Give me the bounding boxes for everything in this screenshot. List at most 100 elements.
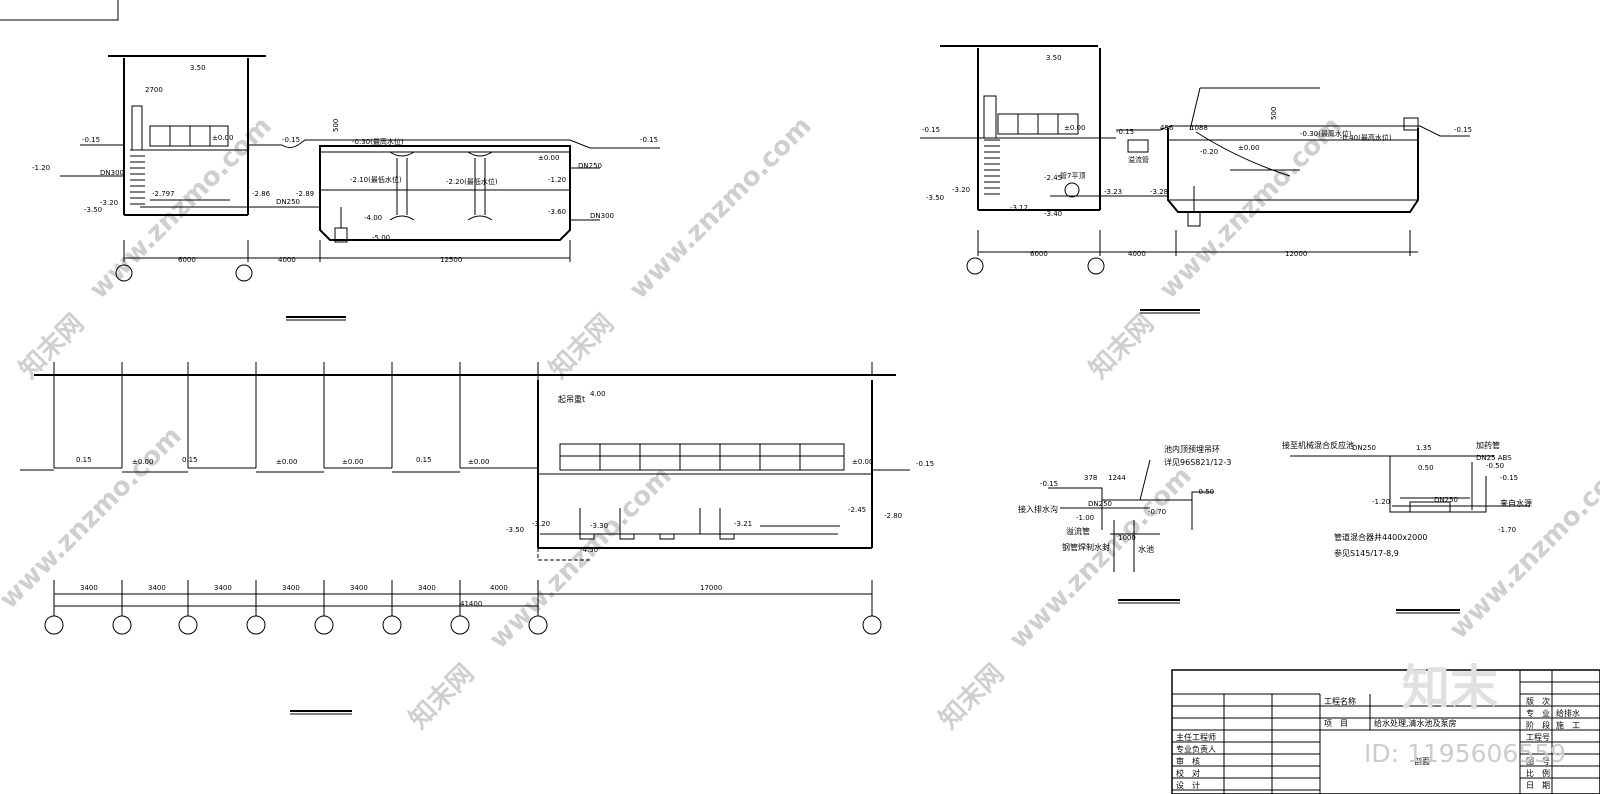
svg-text:-0.30(最高水位): -0.30(最高水位) xyxy=(1300,129,1352,138)
section-1-labels: 3.50 2700 -0.15 ±0.00 -0.15 -0.15 -1.20 … xyxy=(32,64,658,264)
svg-text:-0.15: -0.15 xyxy=(1116,128,1134,136)
svg-text:3400: 3400 xyxy=(418,584,436,592)
svg-text:0.15: 0.15 xyxy=(182,456,198,464)
svg-text:-3.40: -3.40 xyxy=(1044,210,1062,218)
svg-text:管7平顶: 管7平顶 xyxy=(1060,171,1085,180)
svg-text:6000: 6000 xyxy=(1030,250,1048,258)
svg-text:版 次: 版 次 xyxy=(1526,696,1550,706)
svg-text:-0.15: -0.15 xyxy=(1040,480,1058,488)
svg-text:±0.00: ±0.00 xyxy=(132,458,153,466)
svg-text:水池: 水池 xyxy=(1138,544,1154,554)
svg-text:378: 378 xyxy=(1084,474,1097,482)
svg-text:-1.20: -1.20 xyxy=(1372,498,1390,506)
svg-text:-0.15: -0.15 xyxy=(640,136,658,144)
svg-text:工程名称: 工程名称 xyxy=(1324,696,1356,706)
svg-text:1244: 1244 xyxy=(1108,474,1126,482)
svg-text:-3.30: -3.30 xyxy=(590,522,608,530)
svg-text:4000: 4000 xyxy=(490,584,508,592)
svg-text:-4.00: -4.00 xyxy=(364,214,382,222)
svg-text:项 目: 项 目 xyxy=(1324,719,1348,728)
svg-text:-0.15: -0.15 xyxy=(1500,474,1518,482)
svg-text:-2.20(最低水位): -2.20(最低水位) xyxy=(446,177,498,186)
svg-text:校 对: 校 对 xyxy=(1176,768,1200,778)
sheet-frame xyxy=(0,0,119,21)
svg-text:-2.89: -2.89 xyxy=(296,190,314,198)
svg-text:-1.20: -1.20 xyxy=(32,164,50,172)
svg-text:-1.70: -1.70 xyxy=(1498,526,1516,534)
svg-text:钢管焊制水封: 钢管焊制水封 xyxy=(1062,542,1110,552)
svg-text:±0.00: ±0.00 xyxy=(342,458,363,466)
svg-text:1.35: 1.35 xyxy=(1416,444,1432,452)
svg-text:-3.20: -3.20 xyxy=(532,520,550,528)
svg-text:±0.00: ±0.00 xyxy=(212,134,233,142)
svg-text:知末网: 知末网 xyxy=(1084,309,1160,385)
svg-text:DN250: DN250 xyxy=(1088,500,1112,508)
svg-text:溢流管: 溢流管 xyxy=(1066,526,1090,536)
detail-1 xyxy=(1048,459,1214,604)
svg-text:41400: 41400 xyxy=(460,600,482,608)
svg-text:0.15: 0.15 xyxy=(416,456,432,464)
svg-text:DN300: DN300 xyxy=(100,169,124,177)
svg-text:3400: 3400 xyxy=(148,584,166,592)
svg-text:ID: 1195606559: ID: 1195606559 xyxy=(1364,739,1566,768)
svg-text:-3.50: -3.50 xyxy=(84,206,102,214)
svg-text:-3.20: -3.20 xyxy=(100,199,118,207)
svg-text:DN250: DN250 xyxy=(1434,496,1458,504)
svg-text:-0.50: -0.50 xyxy=(1196,488,1214,496)
svg-text:±0.00: ±0.00 xyxy=(1238,144,1259,152)
svg-text:-2.45: -2.45 xyxy=(1044,174,1062,182)
svg-text:3.50: 3.50 xyxy=(190,64,206,72)
svg-text:工程号: 工程号 xyxy=(1526,733,1550,742)
svg-text:知末网: 知末网 xyxy=(544,309,620,385)
svg-text:接入排水沟: 接入排水沟 xyxy=(1018,504,1058,514)
watermark-layer: 知末网 www.znzmo.com 知末网 www.znzmo.com 知末网 … xyxy=(0,111,1600,735)
svg-text:-0.15: -0.15 xyxy=(282,136,300,144)
svg-text:12000: 12000 xyxy=(1285,250,1307,258)
svg-text:知末网: 知末网 xyxy=(404,659,480,735)
svg-text:www.znzmo.com: www.znzmo.com xyxy=(484,461,678,655)
svg-text:加药管: 加药管 xyxy=(1476,440,1500,450)
svg-text:-0.40(最高水位): -0.40(最高水位) xyxy=(1340,133,1392,142)
svg-text:剖面: 剖面 xyxy=(1414,756,1430,766)
svg-text:456: 456 xyxy=(1160,124,1174,132)
svg-text:-2.797: -2.797 xyxy=(152,190,175,198)
svg-text:-1.20: -1.20 xyxy=(548,176,566,184)
svg-text:3400: 3400 xyxy=(214,584,232,592)
svg-text:±0.00: ±0.00 xyxy=(276,458,297,466)
svg-text:详见96S821/12-3: 详见96S821/12-3 xyxy=(1164,457,1231,467)
svg-text:专业负责人: 专业负责人 xyxy=(1176,744,1216,754)
section-3-labels: 4.00 起吊重t 0.15 ±0.00 0.15 ±0.00 ±0.00 0.… xyxy=(76,390,934,608)
svg-text:500: 500 xyxy=(332,119,340,132)
svg-text:3.50: 3.50 xyxy=(1046,54,1062,62)
svg-text:-0.70: -0.70 xyxy=(1148,508,1166,516)
svg-text:www.znzmo.com: www.znzmo.com xyxy=(1444,451,1600,645)
section-2-labels: 3.50 -0.15 ±0.00 -0.15 -0.15 -3.20 -3.50… xyxy=(922,54,1472,258)
svg-text:-2.10(最低水位): -2.10(最低水位) xyxy=(350,175,402,184)
svg-text:6000: 6000 xyxy=(178,256,196,264)
svg-text:专 业: 专 业 xyxy=(1526,708,1550,718)
svg-text:3400: 3400 xyxy=(282,584,300,592)
svg-text:阶 段: 阶 段 xyxy=(1526,720,1550,730)
detail-2-labels: 接至机械混合反应池 DN250 1.35 加药管 DN25 ABS 0.50 -… xyxy=(1282,440,1532,558)
svg-text:知末网: 知末网 xyxy=(934,659,1010,735)
svg-text:-2.45: -2.45 xyxy=(848,506,866,514)
svg-text:溢流管: 溢流管 xyxy=(1128,155,1149,164)
svg-text:-3.21: -3.21 xyxy=(734,520,752,528)
svg-text:给排水: 给排水 xyxy=(1556,708,1580,718)
svg-text:-0.50: -0.50 xyxy=(1486,462,1504,470)
svg-text:参见S145/17-8,9: 参见S145/17-8,9 xyxy=(1334,548,1399,558)
svg-text:1000: 1000 xyxy=(1118,534,1136,542)
svg-text:-1.00: -1.00 xyxy=(1076,514,1094,522)
svg-text:www.znzmo.com: www.znzmo.com xyxy=(1004,461,1198,655)
section-3 xyxy=(20,362,910,715)
detail-1-labels: 池内顶预埋吊环 详见96S821/12-3 -0.15 378 1244 DN2… xyxy=(1018,444,1231,554)
svg-text:比 例: 比 例 xyxy=(1526,768,1550,778)
svg-text:主任工程师: 主任工程师 xyxy=(1176,732,1216,742)
svg-text:2700: 2700 xyxy=(145,86,163,94)
svg-text:±0.00: ±0.00 xyxy=(852,458,873,466)
svg-text:-0.15: -0.15 xyxy=(1454,126,1472,134)
svg-text:知末网: 知末网 xyxy=(14,309,90,385)
svg-text:3400: 3400 xyxy=(350,584,368,592)
svg-text:-5.00: -5.00 xyxy=(372,234,390,242)
